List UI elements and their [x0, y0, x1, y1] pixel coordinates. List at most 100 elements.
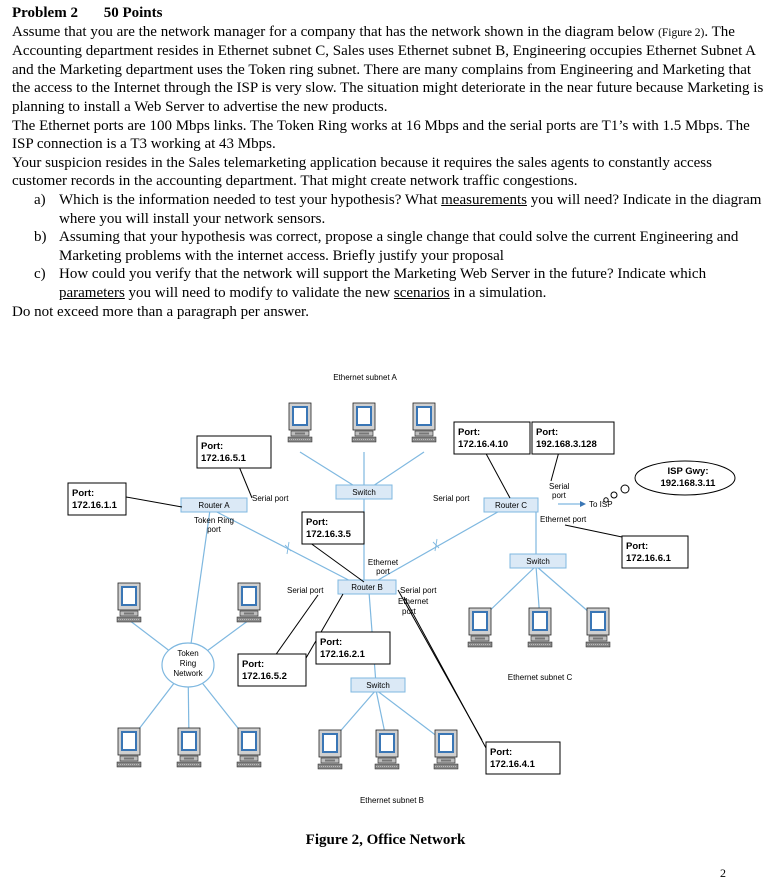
question-c-underlined-scenarios: scenarios — [393, 284, 450, 301]
question-c-label: c) — [34, 266, 46, 283]
problem-heading: Problem 2 50 Points — [12, 4, 764, 23]
router-b-serial-left: Serial port — [287, 586, 324, 595]
port-ip: 192.168.3.128 — [536, 439, 597, 450]
callout-port-8: Port: 172.16.5.2 — [237, 653, 307, 687]
figure-caption: Figure 2, Office Network — [305, 832, 466, 848]
question-b-text: Assuming that your hypothesis was correc… — [59, 229, 739, 264]
question-a-text-end: you will need? Indicate in the diagram w… — [59, 191, 762, 227]
port-label: Port: — [536, 427, 558, 438]
isp-gwy-label: ISP Gwy: — [667, 466, 708, 477]
pc-subnet-c-2 — [527, 607, 553, 648]
closing-instruction: Do not exceed more than a paragraph per … — [12, 303, 309, 320]
question-a-label: a) — [34, 191, 46, 208]
router-a-token-port-2: port — [207, 525, 222, 534]
isp-cloud: ISP Gwy: 192.168.3.11 — [603, 460, 736, 503]
problem-number: Problem 2 — [12, 5, 78, 21]
question-b: b) Assuming that your hypothesis was corr… — [12, 228, 764, 265]
callout-port-6: Port: 172.16.6.1 — [621, 535, 689, 569]
pc-token-ring-2 — [236, 582, 262, 623]
pc-subnet-b-3 — [433, 729, 459, 770]
router-c-isp-serial-2: port — [552, 491, 567, 500]
office-network-diagram: Token Ring Network Ethernet subnet A Swi… — [67, 373, 736, 805]
question-a-text: Which is the information needed to test … — [59, 191, 442, 208]
question-b-label: b) — [34, 229, 47, 246]
port-label: Port: — [626, 541, 648, 552]
token-ring-network — [161, 642, 215, 688]
callout-port-4: Port: 172.16.4.10 — [453, 421, 531, 455]
token-ring-label-3: Network — [173, 669, 203, 678]
router-b-ethernet-right-2: port — [402, 607, 417, 616]
subnet-c-label: Ethernet subnet C — [508, 673, 573, 682]
pc-subnet-b-2 — [374, 729, 400, 770]
isp-gwy-ip: 192.168.3.11 — [661, 478, 717, 489]
port-ip: 172.16.4.10 — [458, 439, 508, 450]
pc-token-ring-5 — [236, 727, 262, 768]
port-label: Port: — [458, 427, 480, 438]
callout-port-9: Port: 172.16.4.1 — [485, 741, 561, 775]
pc-subnet-a-2 — [351, 402, 377, 443]
question-c: c) How could you verify that the network … — [12, 265, 764, 302]
port-label: Port: — [201, 441, 223, 452]
port-label: Port: — [72, 488, 94, 499]
port-label: Port: — [306, 517, 328, 528]
pc-token-ring-4 — [176, 727, 202, 768]
token-ring-label-1: Token — [177, 649, 198, 658]
callout-port-2: Port: 172.16.5.1 — [196, 435, 272, 469]
callout-port-1: Port: 172.16.1.1 — [67, 482, 127, 516]
router-a-serial-port: Serial port — [252, 494, 289, 503]
router-b-label: Router B — [351, 583, 383, 592]
router-c-serial-port: Serial port — [433, 494, 470, 503]
pc-subnet-c-3 — [585, 607, 611, 648]
port-label: Port: — [490, 747, 512, 758]
pc-subnet-c-1 — [467, 607, 493, 648]
router-b-ethernet-port-1: Ethernet — [368, 558, 399, 567]
router-a-label: Router A — [198, 501, 230, 510]
router-b-ethernet-port-2: port — [376, 567, 391, 576]
router-a-token-port-1: Token Ring — [194, 516, 234, 525]
question-c-text-mid: you will need to modify to validate the … — [124, 284, 394, 301]
pc-subnet-a-3 — [411, 402, 437, 443]
switch-c-label: Switch — [526, 557, 550, 566]
port-ip: 172.16.5.1 — [201, 453, 247, 464]
port-ip: 172.16.5.2 — [242, 671, 287, 682]
callout-port-5: Port: 192.168.3.128 — [531, 421, 615, 455]
question-c-text: How could you verify that the network wi… — [59, 266, 707, 283]
callout-port-3: Port: 172.16.3.5 — [301, 511, 365, 545]
router-c-isp-serial-1: Serial — [549, 482, 570, 491]
scenario-text-a: Assume that you are the network manager … — [12, 23, 655, 40]
router-b-serial-right: Serial port — [400, 586, 437, 595]
pc-subnet-a-1 — [287, 402, 313, 443]
question-list: a) Which is the information needed to tes… — [12, 191, 764, 303]
subnet-a-label: Ethernet subnet A — [333, 373, 397, 382]
subnet-b-label: Ethernet subnet B — [360, 796, 424, 805]
switch-a-label: Switch — [352, 488, 376, 497]
port-ip: 172.16.2.1 — [320, 649, 366, 660]
scenario-text-b: . The Accounting department resides in E… — [12, 23, 764, 115]
switch-b-label: Switch — [366, 681, 390, 690]
port-ip: 172.16.4.1 — [490, 759, 536, 770]
port-ip: 172.16.6.1 — [626, 553, 672, 564]
port-label: Port: — [320, 637, 342, 648]
switch-c — [509, 553, 567, 569]
question-a: a) Which is the information needed to tes… — [12, 191, 764, 228]
paragraph-links: The Ethernet ports are 100 Mbps links. T… — [12, 117, 750, 153]
pc-token-ring-3 — [116, 727, 142, 768]
page-number: 2 — [720, 866, 726, 880]
token-ring-label-2: Ring — [180, 659, 196, 668]
callout-port-7: Port: 172.16.2.1 — [315, 631, 391, 665]
pc-token-ring-1 — [116, 582, 142, 623]
port-ip: 172.16.3.5 — [306, 529, 352, 540]
figure-reference: (Figure 2) — [658, 26, 705, 39]
problem-text: Problem 2 50 Points Assume that you are … — [12, 4, 764, 321]
port-label: Port: — [242, 659, 264, 670]
to-isp-label: To ISP — [589, 500, 613, 509]
problem-points: 50 Points — [103, 5, 163, 21]
question-c-underlined-parameters: parameters — [59, 284, 125, 301]
switch-a — [335, 484, 393, 500]
paragraph-suspicion: Your suspicion resides in the Sales tele… — [12, 154, 712, 190]
router-a — [180, 497, 248, 513]
router-c-label: Router C — [495, 501, 527, 510]
pc-subnet-b-1 — [317, 729, 343, 770]
router-b-ethernet-right-1: Ethernet — [398, 597, 429, 606]
router-c-ethernet-port: Ethernet port — [540, 515, 587, 524]
